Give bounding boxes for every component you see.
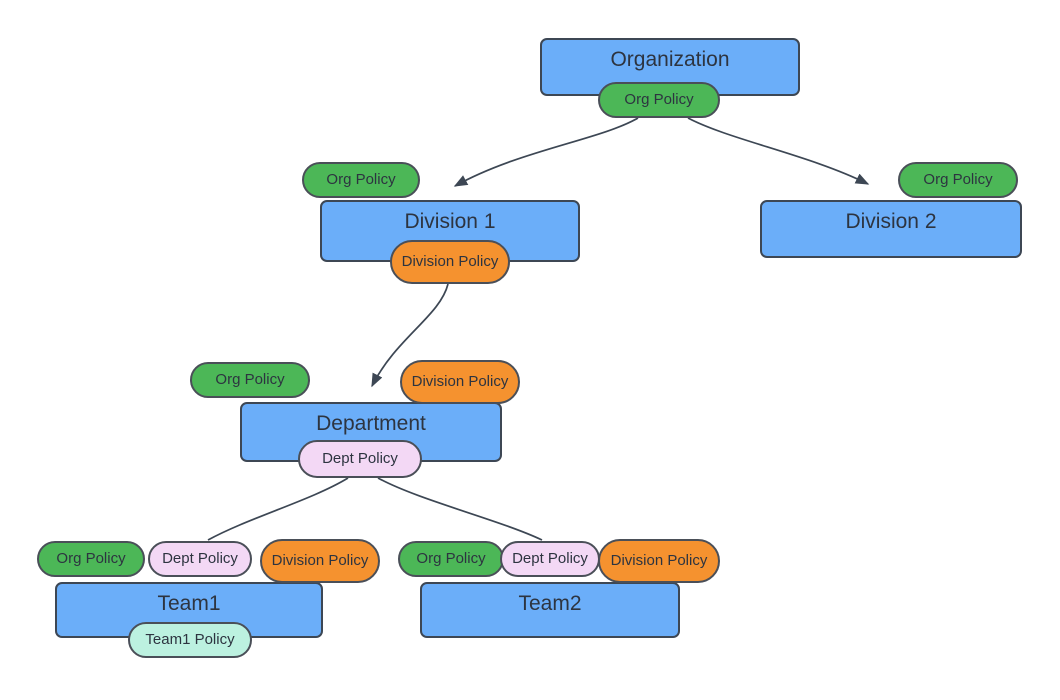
node-label-team2: Team2 xyxy=(518,592,582,615)
policy-badge-org-policy-division-1[interactable]: Org Policy xyxy=(302,162,420,198)
policy-badge-label: Org Policy xyxy=(56,549,126,567)
policy-badge-org-policy-team1[interactable]: Org Policy xyxy=(37,541,145,577)
policy-badge-label: Org Policy xyxy=(215,370,285,388)
policy-badge-label: Org Policy xyxy=(923,170,993,188)
node-division-2[interactable]: Division 2 xyxy=(760,200,1022,258)
node-label-department: Department xyxy=(316,412,426,435)
policy-badge-label: Division Policy xyxy=(401,252,499,270)
policy-badge-division-policy-department[interactable]: Division Policy xyxy=(400,360,520,404)
policy-badge-label: Org Policy xyxy=(416,549,486,567)
policy-badge-team1-policy-team1[interactable]: Team1 Policy xyxy=(128,622,252,658)
edge-org-policy-organization-to-division-2 xyxy=(687,117,870,185)
policy-badge-dept-policy-department[interactable]: Dept Policy xyxy=(298,440,422,478)
policy-badge-division-policy-division-1[interactable]: Division Policy xyxy=(390,240,510,284)
policy-badge-label: Dept Policy xyxy=(512,549,588,567)
policy-badge-label: Division Policy xyxy=(271,551,369,569)
policy-badge-label: Team1 Policy xyxy=(145,630,235,648)
policy-badge-org-policy-division-2[interactable]: Org Policy xyxy=(898,162,1018,198)
policy-badge-label: Dept Policy xyxy=(162,549,238,567)
policy-badge-label: Division Policy xyxy=(411,372,509,390)
policy-badge-label: Org Policy xyxy=(326,170,396,188)
policy-badge-org-policy-team2[interactable]: Org Policy xyxy=(398,541,504,577)
edge-dept-policy-department-to-dept-policy-team2 xyxy=(377,477,543,541)
node-label-division-2: Division 2 xyxy=(845,210,937,233)
policy-badge-org-policy-department[interactable]: Org Policy xyxy=(190,362,310,398)
node-label-organization: Organization xyxy=(610,48,730,71)
node-team2[interactable]: Team2 xyxy=(420,582,680,638)
policy-badge-label: Dept Policy xyxy=(322,449,398,467)
policy-badge-dept-policy-team2[interactable]: Dept Policy xyxy=(500,541,600,577)
policy-badge-dept-policy-team1[interactable]: Dept Policy xyxy=(148,541,252,577)
policy-badge-org-policy-organization[interactable]: Org Policy xyxy=(598,82,720,118)
policy-badge-label: Division Policy xyxy=(610,551,708,569)
node-team1[interactable]: Team1 xyxy=(55,582,323,638)
policy-badge-division-policy-team1[interactable]: Division Policy xyxy=(260,539,380,583)
policy-badge-division-policy-team2[interactable]: Division Policy xyxy=(598,539,720,583)
node-label-division-1: Division 1 xyxy=(404,210,496,233)
node-department[interactable]: Department xyxy=(240,402,502,462)
edge-dept-policy-department-to-dept-policy-team1 xyxy=(207,477,349,541)
policy-badge-label: Org Policy xyxy=(624,90,694,108)
node-label-team1: Team1 xyxy=(157,592,221,615)
edge-org-policy-organization-to-division-1 xyxy=(453,117,639,187)
